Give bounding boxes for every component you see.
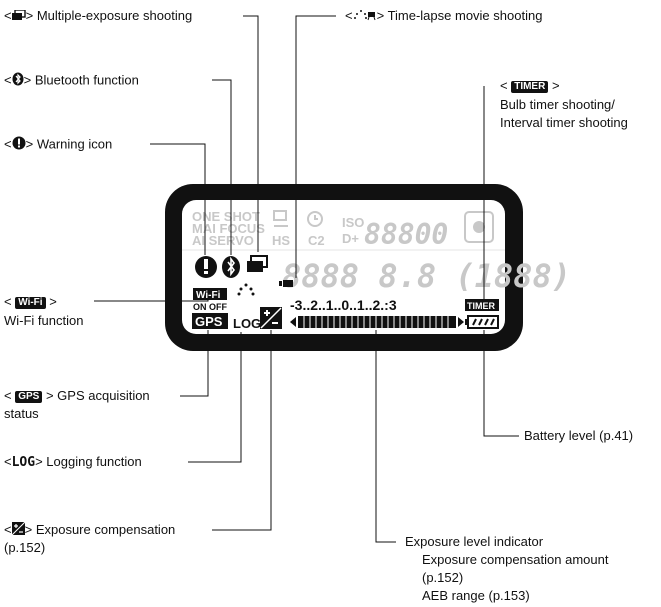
metering-dot	[473, 221, 485, 233]
exposure-level-title: Exposure level indicator	[405, 534, 544, 549]
af-ai-servo-text: AI SERVO	[192, 233, 254, 248]
wifi-badge: Wi-Fi	[15, 296, 46, 309]
exposure-level-ticks	[303, 316, 449, 328]
iso-label: ISO	[342, 215, 364, 230]
scale-right-arrow	[458, 317, 464, 327]
time-lapse-label: Time-lapse movie shooting	[387, 8, 543, 23]
lcd-multiple-exposure-icon	[247, 255, 268, 272]
gps-label-line2: status	[4, 406, 39, 421]
lcd-log-text: LOG	[233, 316, 261, 331]
callout-logging: <LOG> Logging function	[4, 454, 142, 470]
callout-wifi: < Wi-Fi >	[4, 294, 57, 309]
lcd-gps-badge	[192, 313, 228, 329]
lcd-wifi-onoff: ON OFF	[193, 302, 227, 312]
wifi-label: Wi-Fi function	[4, 313, 84, 328]
multiple-exposure-label: Multiple-exposure shooting	[36, 8, 193, 23]
callout-multiple-exposure: <> Multiple-exposure shooting	[4, 8, 193, 25]
callout-time-lapse: <> Time-lapse movie shooting	[345, 8, 543, 25]
exposure-level-line3: AEB range (p.153)	[422, 588, 530, 603]
lcd-timer-badge	[465, 299, 499, 311]
multiple-exposure-icon	[11, 8, 26, 25]
timer-label-line2: Interval timer shooting	[500, 115, 628, 130]
exposure-level-line2: (p.152)	[422, 570, 464, 585]
gps-badge: GPS	[15, 390, 43, 403]
logging-label: Logging function	[46, 454, 142, 469]
gps-label-line1: GPS acquisition	[57, 388, 150, 403]
lcd-screen	[182, 200, 505, 334]
main-digits: 8888 8.8 (1888)	[282, 257, 571, 295]
callout-gps: < GPS > GPS acquisition	[4, 388, 150, 403]
leader-lines	[94, 15, 519, 543]
exposure-compensation-icon	[11, 521, 25, 539]
warning-icon	[12, 136, 26, 154]
exposure-comp-label-line2: (p.152)	[4, 540, 46, 555]
exposure-scale-text: -3..2..1..0..1..2.:3	[290, 297, 397, 313]
iso-digits: 88800	[364, 218, 448, 251]
af-one-shot-text: ONE SHOT	[192, 209, 260, 224]
drive-c2-text: C2	[308, 233, 325, 248]
timer-label-line1: Bulb timer shooting/	[500, 97, 615, 112]
callout-warning: <> Warning icon	[4, 136, 112, 154]
callout-timer: < TIMER >	[500, 78, 560, 93]
lcd-time-lapse-icon	[237, 280, 293, 296]
metering-icon	[464, 211, 494, 243]
bluetooth-icon	[12, 72, 24, 90]
callout-exposure-comp: <> Exposure compensation	[4, 521, 176, 539]
drive-hs-text: HS	[272, 233, 290, 248]
iso-sub: D+	[342, 231, 359, 246]
exposure-comp-label-line1: Exposure compensation	[35, 522, 176, 537]
exposure-level-line1: Exposure compensation amount	[422, 552, 609, 567]
scale-left-arrow	[290, 317, 296, 327]
lcd-gps-text: GPS	[195, 314, 223, 329]
log-code: LOG	[11, 455, 36, 470]
exposure-level-bar	[298, 316, 456, 328]
af-mai-focus-text: MAI FOCUS	[192, 221, 265, 236]
callout-bluetooth: <> Bluetooth function	[4, 72, 139, 90]
timer-badge: TIMER	[511, 80, 549, 93]
lcd-timer-text: TIMER	[467, 301, 495, 311]
drive-mode-icons	[273, 210, 323, 227]
bluetooth-label: Bluetooth function	[34, 72, 139, 88]
lcd-battery-icon	[465, 315, 499, 329]
time-lapse-movie-icon	[353, 9, 377, 25]
warning-label: Warning icon	[36, 136, 113, 152]
lcd-exposure-comp-icon	[260, 307, 282, 329]
lcd-wifi-badge	[193, 288, 227, 300]
battery-label: Battery level (p.41)	[524, 428, 634, 443]
